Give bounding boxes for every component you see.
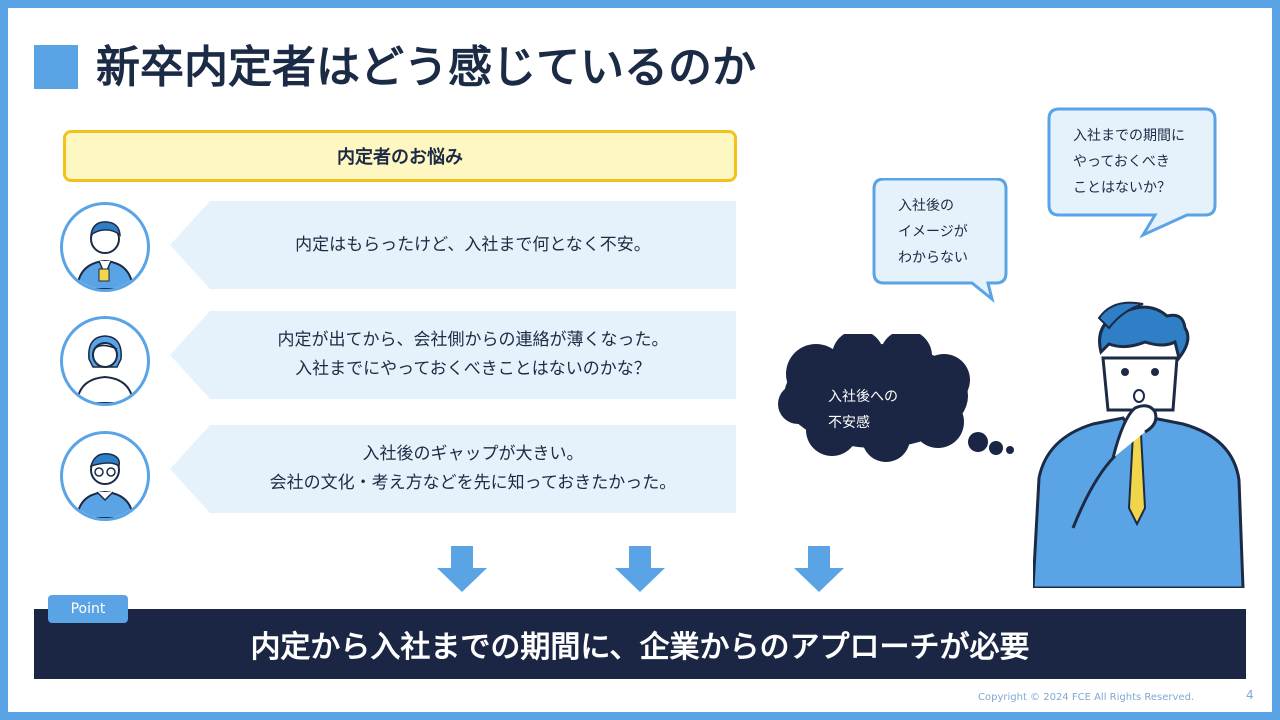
female-employee-avatar-icon (60, 316, 150, 406)
copyright: Copyright © 2024 FCE All Rights Reserved… (978, 692, 1195, 703)
glasses-employee-avatar-icon (60, 431, 150, 521)
worry-text: 内定はもらったけど、入社まで何となく不安。 (295, 234, 651, 255)
page-title: 新卒内定者はどう感じているのか (96, 42, 756, 93)
thought-cloud-text: 入社後への 不安感 (828, 389, 898, 431)
point-tag: Point (48, 595, 128, 623)
worry-text: 内定が出てから、会社側からの連絡が薄くなった。 入社までにやっておくべきことはな… (277, 330, 669, 379)
down-arrow-icon (794, 546, 844, 592)
worry-text: 入社後のギャップが大きい。 会社の文化・考え方などを先に知っておきたかった。 (269, 444, 677, 493)
thought-cloud: 入社後への 不安感 (776, 334, 1016, 464)
speech-bubble-image: 入社後の イメージが わからない (872, 178, 1012, 303)
down-arrow-icon (615, 546, 665, 592)
worry-item-1: 内定はもらったけど、入社まで何となく不安。 (170, 201, 736, 289)
title-square-icon (34, 45, 78, 89)
point-message-banner: 内定から入社までの期間に、企業からのアプローチが必要 (34, 609, 1246, 679)
worries-header: 内定者のお悩み (63, 130, 737, 182)
worry-item-2: 内定が出てから、会社側からの連絡が薄くなった。 入社までにやっておくべきことはな… (170, 311, 736, 399)
down-arrow-icon (437, 546, 487, 592)
speech-bubble-text: 入社までの期間に やっておくべき ことはないか？ (1073, 128, 1185, 196)
thinking-businessman-illustration (1033, 301, 1245, 588)
speech-bubble-text: 入社後の イメージが わからない (898, 198, 968, 266)
male-employee-avatar-icon (60, 202, 150, 292)
page-number: 4 (1246, 688, 1254, 702)
worry-item-3: 入社後のギャップが大きい。 会社の文化・考え方などを先に知っておきたかった。 (170, 425, 736, 513)
slide: 新卒内定者はどう感じているのか 内定者のお悩み 内定はもらったけど、入社まで何と… (8, 8, 1272, 712)
speech-bubble-question: 入社までの期間に やっておくべき ことはないか？ (1047, 107, 1219, 239)
